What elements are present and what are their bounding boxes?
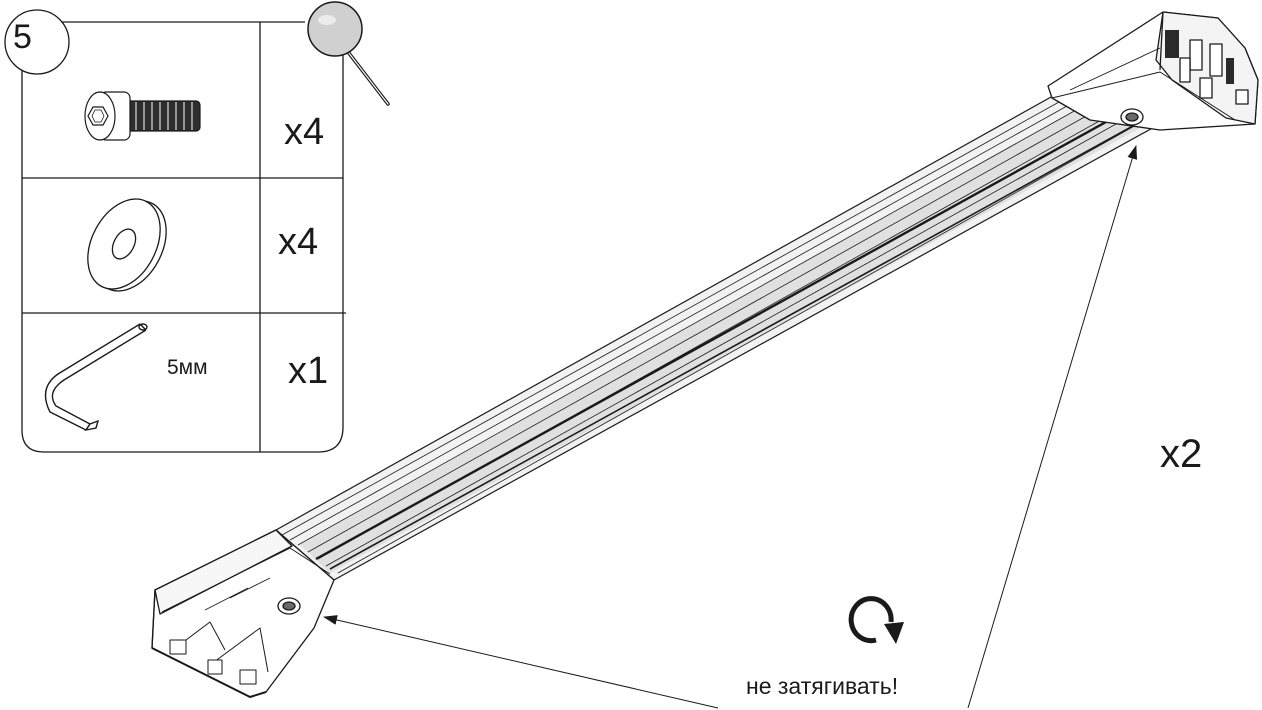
step-number: 5 <box>13 18 32 56</box>
warning-text: не затягивать! <box>746 673 899 699</box>
arrow-left-bolt <box>323 615 719 709</box>
crossbar <box>151 11 1259 698</box>
leader-lines <box>323 145 1138 709</box>
hex-key-icon <box>44 323 148 432</box>
washer-icon <box>87 198 167 292</box>
arrow-right-bolt <box>967 145 1138 709</box>
hex-key-size-label: 5мм <box>167 356 208 379</box>
parts-table <box>21 21 346 453</box>
rotate-clockwise-icon <box>848 596 904 644</box>
end-cap-right <box>1047 11 1259 131</box>
end-cap-left <box>151 529 335 698</box>
step-badge <box>4 9 70 75</box>
magnifier-icon <box>307 1 390 106</box>
bolt-quantity: x4 <box>284 111 325 153</box>
hex-key-quantity: x1 <box>288 350 329 392</box>
assembly-count: x2 <box>1160 432 1203 476</box>
hex-socket-bolt-icon <box>84 91 201 141</box>
washer-quantity: x4 <box>278 221 319 263</box>
